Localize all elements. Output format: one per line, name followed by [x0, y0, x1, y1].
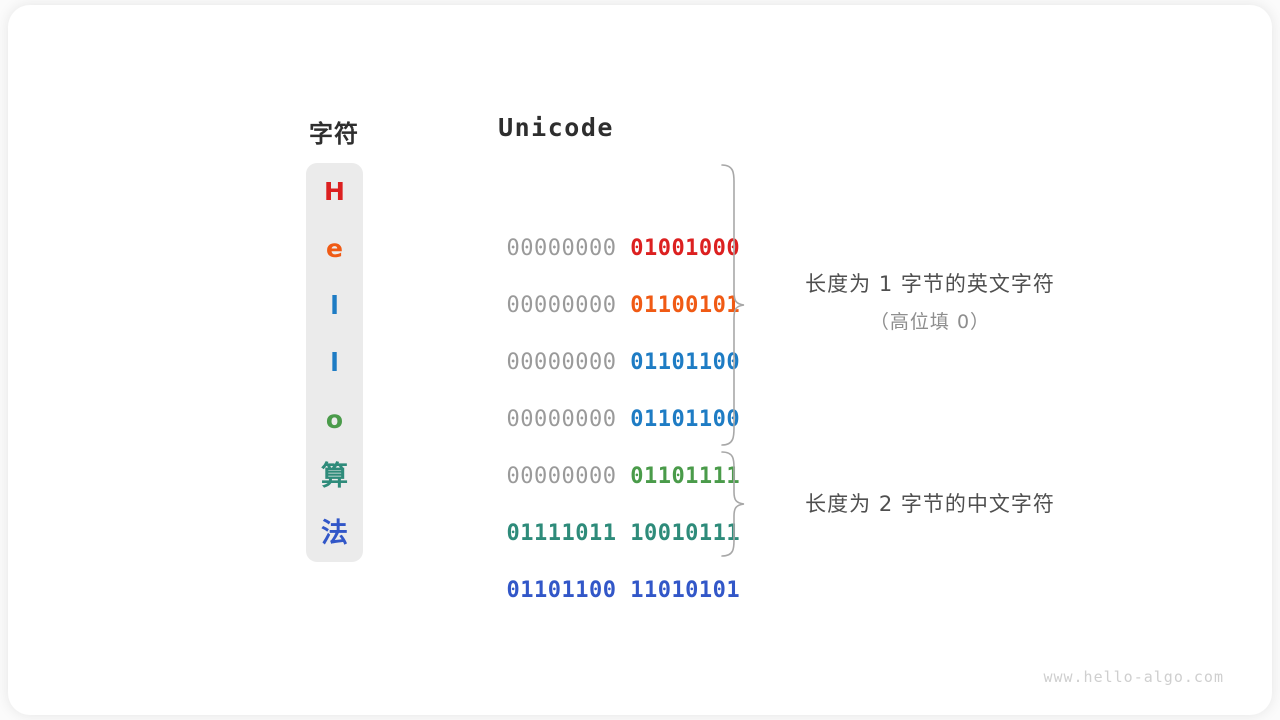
- row-low-bits: 01100101: [630, 293, 741, 318]
- row-low-bits: 11010101: [630, 578, 741, 603]
- brace-two-byte: [721, 451, 745, 557]
- column-header-unicode: Unicode: [498, 113, 614, 142]
- row-character: H: [324, 177, 345, 206]
- row-bits: 01111011 10010111: [424, 448, 739, 546]
- row-bits: 00000000 01101100: [424, 277, 739, 375]
- annotation-one-byte-sub: （高位填 0）: [869, 311, 991, 333]
- row-high-bits: 01101100: [506, 578, 617, 603]
- annotation-two-byte: 长度为 2 字节的中文字符: [770, 488, 1090, 518]
- row-character: 算: [321, 461, 348, 492]
- brace-one-byte: [721, 164, 745, 446]
- table-row: 算 01111011 10010111: [0, 448, 1264, 546]
- row-high-bits: 00000000: [506, 236, 617, 261]
- row-bits: 01101100 11010101: [424, 505, 739, 603]
- table-row: H 00000000 01001000: [0, 163, 1264, 261]
- column-header-character: 字符: [309, 121, 359, 148]
- row-bits: 00000000 01101100: [424, 334, 739, 432]
- table-row: o 00000000 01101111: [0, 391, 1264, 489]
- row-low-bits: 10010111: [630, 521, 741, 546]
- row-bits: 00000000 01101111: [424, 391, 739, 489]
- figure-card: [8, 5, 1272, 715]
- row-low-bits: 01101100: [630, 350, 741, 375]
- row-high-bits: 00000000: [506, 407, 617, 432]
- annotation-one-byte-main: 长度为 1 字节的英文字符: [805, 272, 1055, 296]
- row-high-bits: 01111011: [506, 521, 617, 546]
- row-character: l: [330, 291, 339, 320]
- row-high-bits: 00000000: [506, 350, 617, 375]
- row-bits: 00000000 01001000: [424, 163, 739, 261]
- row-low-bits: 01001000: [630, 236, 741, 261]
- row-low-bits: 01101100: [630, 407, 741, 432]
- table-row: l 00000000 01101100: [0, 334, 1264, 432]
- row-low-bits: 01101111: [630, 464, 741, 489]
- annotation-one-byte: 长度为 1 字节的英文字符 （高位填 0）: [770, 268, 1090, 334]
- row-bits: 00000000 01100101: [424, 220, 739, 318]
- watermark: www.hello-algo.com: [1043, 668, 1224, 686]
- character-column-background: [306, 163, 363, 562]
- row-character: o: [325, 405, 344, 434]
- table-row: l 00000000 01101100: [0, 277, 1264, 375]
- row-character: e: [326, 234, 343, 263]
- row-character: 法: [321, 518, 348, 549]
- table-row: 法 01101100 11010101: [0, 505, 1264, 603]
- table-row: e 00000000 01100101: [0, 220, 1264, 318]
- row-character: l: [330, 348, 339, 377]
- row-high-bits: 00000000: [506, 464, 617, 489]
- annotation-two-byte-main: 长度为 2 字节的中文字符: [805, 492, 1055, 516]
- row-high-bits: 00000000: [506, 293, 617, 318]
